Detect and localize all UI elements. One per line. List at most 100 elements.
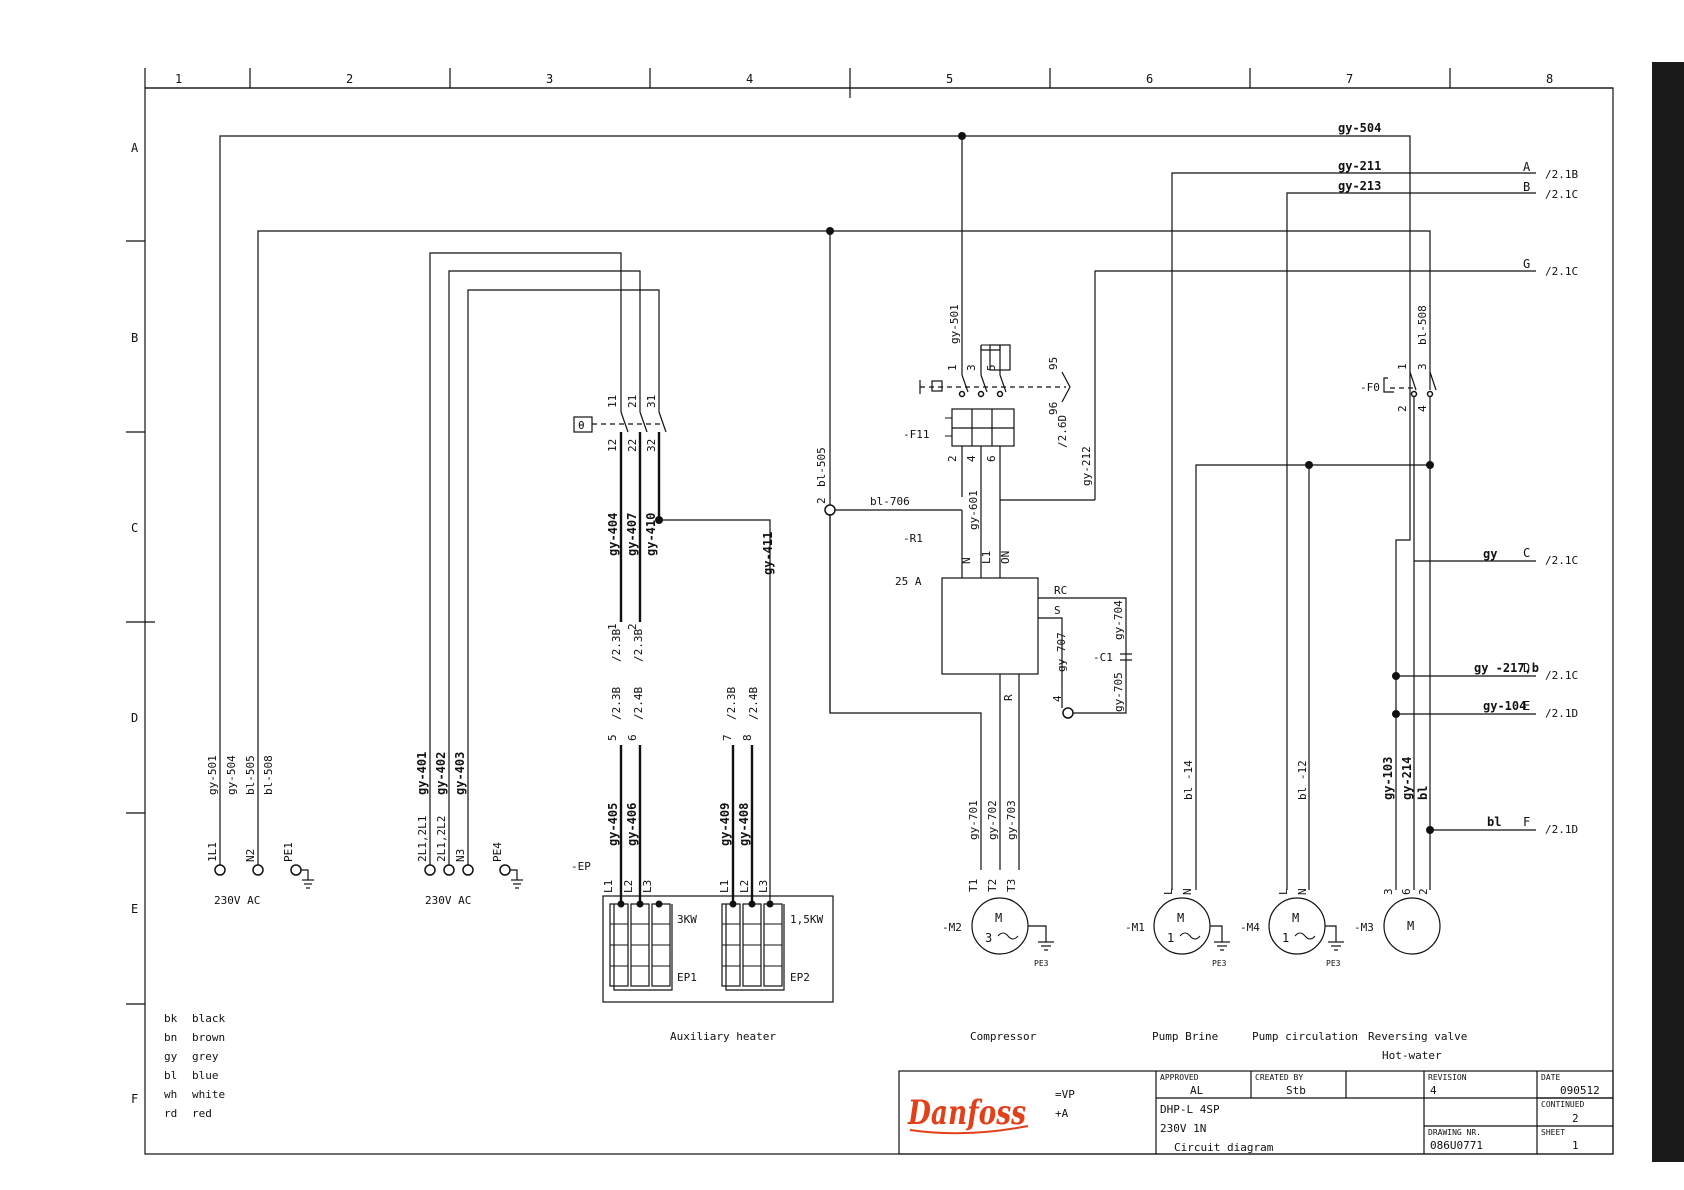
wire-label-gy703: gy-703 [1005,800,1018,840]
pe3-label: PE3 [1326,959,1341,968]
legend-code: bk [164,1012,178,1025]
wire-label-bl505: bl-505 [815,447,828,487]
ep1-power: 3KW [677,913,697,926]
ref-E: E [1523,699,1530,713]
svg-text:3: 3 [965,364,978,371]
svg-text:N: N [1181,888,1194,895]
f0-label: -F0 [1360,381,1380,394]
wire-label-gy501b: gy-501 [206,755,219,795]
ref-A-target: /2.1B [1545,168,1578,181]
wire-label-bl706: bl-706 [870,495,910,508]
motor-m2-phase: 3 [985,931,992,945]
col-label: 5 [946,72,953,86]
svg-text:6: 6 [985,455,998,462]
created-by-value: Stb [1286,1084,1306,1097]
ref-23b: /2.3B [632,629,645,662]
ref-23b: /2.3B [610,629,623,662]
svg-text:N: N [1296,888,1309,895]
motor-m4-phase: 1 [1282,931,1289,945]
ep1-label: EP1 [677,971,697,984]
col-label: 8 [1546,72,1553,86]
caption-hot-water: Hot-water [1382,1049,1442,1062]
col-label: 2 [346,72,353,86]
motor-m1-label: M [1177,911,1184,925]
legend-name: white [192,1088,225,1101]
svg-text:32: 32 [645,439,658,452]
wire-label-gy705: gy-705 [1112,672,1125,712]
ref-23b: /2.3B [610,687,623,720]
ref-G-target: /2.1C [1545,265,1578,278]
ref-E-target: /2.1D [1545,707,1578,720]
revision-label: REVISION [1428,1073,1467,1082]
svg-text:L1: L1 [602,880,615,893]
svg-text:L2: L2 [738,880,751,893]
legend-name: grey [192,1050,219,1063]
wire-label-gy405: gy-405 [606,803,620,846]
svg-text:1: 1 [1396,363,1409,370]
ep-label: -EP [571,860,591,873]
wire-label-gy212: gy-212 [1080,446,1093,486]
svg-text:5: 5 [606,734,619,741]
pe3-label: PE3 [1034,959,1049,968]
aux-heater-contactor: θ 11 21 31 12 22 32 gy-404 gy-407 gy-410… [429,252,775,904]
wire-label-gy702: gy-702 [986,800,999,840]
row-label: C [131,521,138,535]
svg-text:3: 3 [1416,363,1429,370]
ref-B-target: /2.1C [1545,188,1578,201]
created-by-label: CREATED BY [1255,1073,1303,1082]
document-type: Circuit diagram [1174,1141,1274,1154]
ref-C-target: /2.1C [1545,554,1578,567]
svg-text:T1: T1 [967,879,980,892]
caption-pump-circulation: Pump circulation [1252,1030,1358,1043]
svg-text:2: 2 [946,455,959,462]
edge-refs: A /2.1B B /2.1C G /2.1C C /2.1C D /2.1C … [1523,160,1578,836]
svg-text:L3: L3 [641,880,654,893]
supply-voltage-2: 230V AC [425,894,471,907]
row-label: B [131,331,138,345]
legend-code: gy [164,1050,178,1063]
model-text: DHP-L 4SP [1160,1103,1220,1116]
wire-label-gy401: gy-401 [415,752,429,795]
svg-text:8: 8 [741,734,754,741]
svg-text:L2: L2 [622,880,635,893]
wire-label-gy406: gy-406 [625,803,639,846]
wire-label-gy408: gy-408 [737,803,751,846]
motor-m3 [1383,897,1441,955]
wire-label-gy504b: gy-504 [225,755,238,795]
drawing-frame [126,68,1614,1155]
legend-code: rd [164,1107,177,1120]
terminal-2l2: 2L1,2L2 [435,816,448,862]
ref-24b: /2.4B [747,687,760,720]
wire-label-gy701: gy-701 [967,800,980,840]
r1-rating: 25 A [895,575,922,588]
svg-text:L: L [1162,888,1175,895]
row-label: A [131,141,139,155]
drawing-nr-label: DRAWING NR. [1428,1128,1481,1137]
svg-text:4: 4 [1051,695,1064,702]
svg-text:22: 22 [626,439,639,452]
wire-label-bl508b: bl-508 [262,755,275,795]
svg-text:2: 2 [1396,405,1409,412]
legend-code: bn [164,1031,177,1044]
terminal-1l1: 1L1 [206,842,219,862]
m1-label: -M1 [1125,921,1145,934]
motor-m1 [1153,897,1211,955]
m3-label: -M3 [1354,921,1374,934]
top-bus: gy-504 gy-211 gy-213 [219,121,1536,890]
voltage-text: 230V 1N [1160,1122,1206,1135]
col-label: 3 [546,72,553,86]
row-label: E [131,902,138,916]
legend-name: red [192,1107,212,1120]
wire-label-gy409: gy-409 [718,803,732,846]
motor-m1-phase: 1 [1167,931,1174,945]
legend-code: bl [164,1069,177,1082]
wire-label-gy601: gy-601 [967,490,980,530]
wire-label-gy411: gy-411 [761,532,775,575]
pin-on: ON [999,551,1012,564]
ref-24b: /2.4B [632,687,645,720]
wire-label-gy704: gy-704 [1112,600,1125,640]
supply-terminals: 1L1 N2 PE1 gy-501 gy-504 bl-505 bl-508 2… [206,752,523,907]
legend-name: black [192,1012,225,1025]
col-label: 4 [746,72,753,86]
wire-label-gy501: gy-501 [948,304,961,344]
